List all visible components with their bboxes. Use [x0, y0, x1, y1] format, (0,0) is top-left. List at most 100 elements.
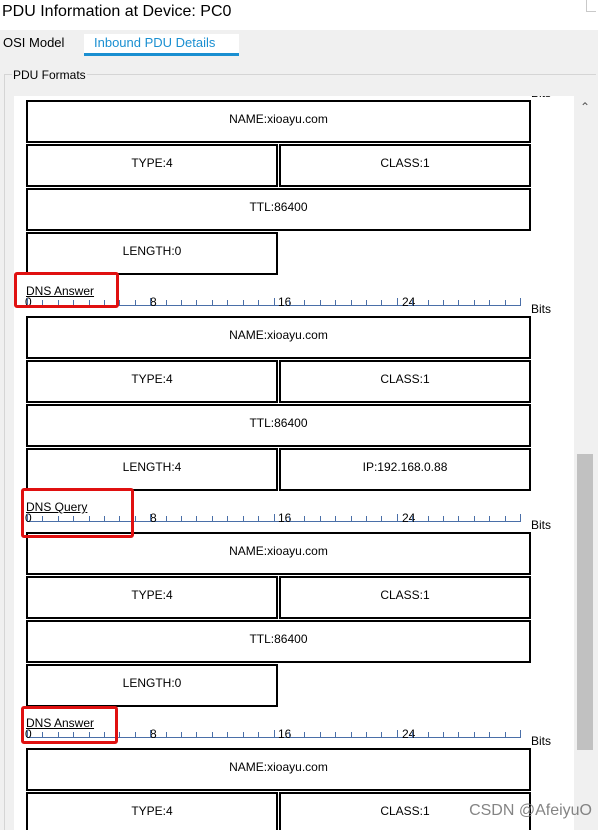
ruler-tick [320, 732, 321, 737]
ruler-tick [489, 732, 490, 737]
pdu-scroll-area[interactable]: 0 8 16 24 Bits NAME:xioayu.com TYPE:4 CL… [14, 96, 574, 830]
ruler-tick [289, 516, 290, 521]
ruler-tick [320, 300, 321, 305]
ruler-tick [335, 732, 336, 737]
ruler-tick [27, 514, 28, 521]
name-field: NAME:xioayu.com [26, 316, 531, 359]
ruler-tick [150, 298, 151, 305]
name-field: NAME:xioayu.com [26, 100, 531, 143]
ruler-tick [104, 732, 105, 737]
ruler-tick [196, 300, 197, 305]
ruler-tick [443, 516, 444, 521]
ruler-mark-16: 16 [278, 727, 292, 741]
ruler-tick [73, 300, 74, 305]
ip-field: IP:192.168.0.88 [279, 448, 531, 491]
ttl-field: TTL:86400 [26, 620, 531, 663]
type-field: TYPE:4 [26, 792, 278, 830]
ruler-tick [474, 300, 475, 305]
ruler-tick [89, 300, 90, 305]
section-label-dns-answer: DNS Answer [26, 284, 95, 298]
ruler-tick [166, 300, 167, 305]
ruler-tick [505, 516, 506, 521]
annotation-highlight [21, 488, 134, 538]
scroll-up-arrow-icon[interactable]: ⌃ [579, 100, 591, 114]
ruler-tick [335, 300, 336, 305]
class-field: CLASS:1 [279, 792, 531, 830]
ruler-tick [397, 730, 398, 737]
ruler-tick [212, 300, 213, 305]
ruler-tick [458, 732, 459, 737]
ruler-tick [381, 300, 382, 305]
ruler-tick [243, 732, 244, 737]
ruler-tick [119, 516, 120, 521]
ruler-tick [135, 516, 136, 521]
ruler-tick [227, 516, 228, 521]
ruler-tick [474, 516, 475, 521]
ruler-tick [351, 516, 352, 521]
ruler-tick [27, 730, 28, 737]
ruler-mark-8: 8 [150, 511, 157, 525]
ruler-mark-0: 0 [25, 727, 32, 741]
class-field: CLASS:1 [279, 576, 531, 619]
ruler-tick [104, 300, 105, 305]
watermark: CSDN @AfeiyuO [469, 802, 592, 819]
ruler-tick [443, 300, 444, 305]
ruler-tick [58, 300, 59, 305]
bits-label: Bits [531, 734, 552, 748]
type-field: TYPE:4 [26, 576, 278, 619]
ruler-tick [304, 300, 305, 305]
window-title: PDU Information at Device: PC0 [2, 3, 232, 20]
type-field: TYPE:4 [26, 144, 278, 187]
ruler-tick [428, 300, 429, 305]
annotation-highlight [21, 706, 118, 744]
ruler-mark-16: 16 [278, 511, 292, 525]
length-field: LENGTH:0 [26, 664, 278, 707]
ruler-tick [351, 300, 352, 305]
ruler-tick [397, 514, 398, 521]
name-field: NAME:xioayu.com [26, 748, 531, 791]
ruler-tick [212, 732, 213, 737]
ruler-tick [42, 516, 43, 521]
tab-inbound-pdu-details[interactable]: Inbound PDU Details [84, 34, 239, 56]
name-field: NAME:xioayu.com [26, 532, 531, 575]
ruler-tick [274, 298, 275, 305]
ruler-tick [289, 300, 290, 305]
ruler-tick [150, 514, 151, 521]
vertical-scrollbar[interactable]: ⌃ [574, 96, 596, 830]
ruler-tick [274, 730, 275, 737]
bits-label: Bits [531, 302, 552, 316]
bit-ruler: 0 8 16 24 [25, 728, 521, 740]
ruler-tick [27, 298, 28, 305]
ruler-tick [335, 516, 336, 521]
ruler-tick [304, 732, 305, 737]
ruler-tick [474, 732, 475, 737]
ruler-tick [166, 732, 167, 737]
ruler-tick [73, 516, 74, 521]
class-field: CLASS:1 [279, 360, 531, 403]
ruler-tick [119, 300, 120, 305]
ruler-mark-24: 24 [402, 727, 416, 741]
ruler-tick [505, 732, 506, 737]
scroll-thumb[interactable] [577, 454, 593, 750]
length-field: LENGTH:0 [26, 232, 278, 275]
ruler-tick [89, 516, 90, 521]
ruler-tick [119, 732, 120, 737]
section-label-dns-query: DNS Query [26, 500, 88, 514]
ruler-tick [428, 732, 429, 737]
tab-osi-model[interactable]: OSI Model [3, 35, 65, 50]
ruler-tick [227, 732, 228, 737]
ruler-tick [489, 300, 490, 305]
ruler-tick [196, 516, 197, 521]
ruler-tick [304, 516, 305, 521]
ruler-mark-16: 16 [278, 295, 292, 309]
ruler-tick [227, 300, 228, 305]
length-field: LENGTH:4 [26, 448, 278, 491]
type-field: TYPE:4 [26, 360, 278, 403]
ruler-tick [42, 300, 43, 305]
ruler-tick [42, 732, 43, 737]
ruler-tick [397, 298, 398, 305]
pdu-formats-group [4, 74, 596, 830]
ruler-tick [135, 300, 136, 305]
ruler-tick [58, 516, 59, 521]
ruler-tick [166, 516, 167, 521]
